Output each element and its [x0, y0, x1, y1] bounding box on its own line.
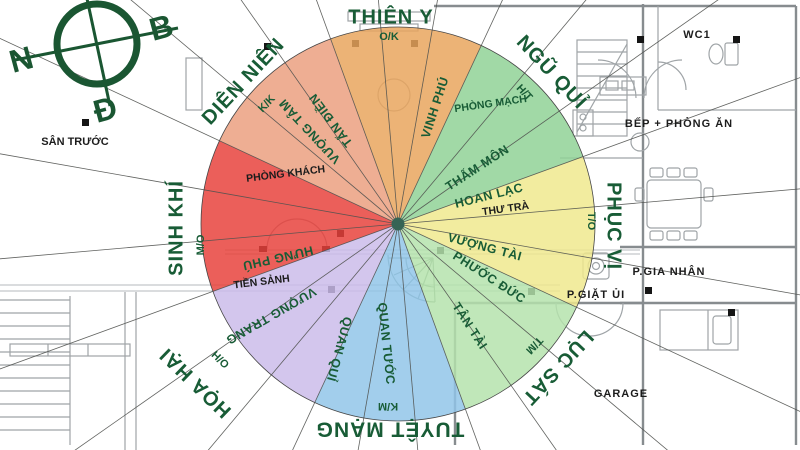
- sector-abbr-tuyet-mang: K/M: [378, 400, 398, 412]
- room-label-p-gia-nhan: P.GIA NHÂN: [633, 265, 706, 278]
- radial-line-20: [0, 153, 399, 225]
- bed: [659, 309, 739, 351]
- porch-frame: [185, 57, 203, 111]
- toilet: [708, 42, 739, 66]
- radial-line-22: [130, 0, 399, 225]
- door-arc-wc: [657, 61, 687, 91]
- sector-sinh-khi: [201, 140, 398, 292]
- radial-line-1: [378, 0, 399, 225]
- radial-line-8: [397, 223, 800, 296]
- sector-phuc-vi: [398, 156, 595, 308]
- radial-line-23: [240, 0, 399, 225]
- radial-line-11: [397, 223, 557, 450]
- radial-line-6: [397, 77, 800, 225]
- radial-line-21: [0, 37, 399, 225]
- sector-label-thien-y: THIÊN Y: [348, 4, 434, 28]
- dining-table: [634, 167, 714, 241]
- radial-line-5: [397, 0, 719, 225]
- staircase-bottom-left: [0, 292, 137, 450]
- front-yard-label: SÂN TRƯỚC: [41, 135, 108, 148]
- radial-line-16: [207, 223, 399, 450]
- room-label-garage: GARAGE: [594, 388, 648, 400]
- door-arc-hall: [597, 59, 683, 99]
- sector-thien-y: [330, 27, 482, 225]
- sector-label-phuc-vi: PHỤC VỊ: [603, 182, 625, 270]
- sector-label-tuyet-mang: TUYỆT MẠNG: [316, 417, 465, 441]
- radial-line-3: [397, 0, 503, 225]
- radial-line-0: [316, 0, 399, 225]
- sector-abbr-phuc-vi: T/O: [585, 212, 597, 231]
- entry-canopy: [347, 11, 431, 22]
- compass-axis-ns: [85, 0, 112, 107]
- sector-ngu-qui: [398, 45, 584, 224]
- sector-label-sinh-khi: SINH KHÍ: [164, 180, 187, 276]
- compass-label-south: N: [5, 39, 37, 80]
- wall-wc: [657, 6, 796, 111]
- radial-line-15: [292, 223, 399, 450]
- radial-line-4: [397, 0, 587, 225]
- compass-label-north: B: [145, 7, 177, 48]
- kitchen-sink: [630, 132, 650, 152]
- radial-line-12: [397, 223, 481, 450]
- room-label-p-giat-ui: P.GIẶT ỦI: [567, 288, 625, 301]
- radial-line-13: [397, 223, 419, 450]
- sector-abbr-sinh-khi: M/O: [195, 234, 207, 255]
- sector-luc-sat: [398, 224, 577, 410]
- staircase-top: [576, 39, 628, 137]
- sector-abbr-hoa-hai: O/H: [210, 348, 232, 370]
- compass: N B Đ: [5, 0, 179, 130]
- radial-line-18: [0, 223, 399, 370]
- sector-abbr-thien-y: O/K: [379, 31, 399, 43]
- sector-tuyet-mang: [314, 224, 466, 421]
- radial-line-7: [397, 188, 800, 225]
- sector-dien-nien: [219, 38, 398, 225]
- wheel-sectors: [201, 27, 595, 421]
- radial-line-2: [397, 0, 438, 225]
- room-label-wc1: WC1: [683, 29, 710, 41]
- radial-line-9: [397, 223, 800, 412]
- wheel-rim: [200, 26, 596, 422]
- compass-ring: [53, 0, 141, 88]
- radial-line-17: [74, 223, 399, 450]
- room-label-bep-phong-an: BẾP + PHÒNG ĂN: [625, 117, 733, 130]
- wheel-center-dot: [391, 217, 405, 231]
- sector-hoa-hai: [212, 224, 398, 403]
- radial-line-14: [357, 223, 399, 450]
- radial-line-19: [0, 223, 399, 260]
- radial-line-10: [397, 223, 668, 450]
- compass-label-east: Đ: [89, 89, 121, 130]
